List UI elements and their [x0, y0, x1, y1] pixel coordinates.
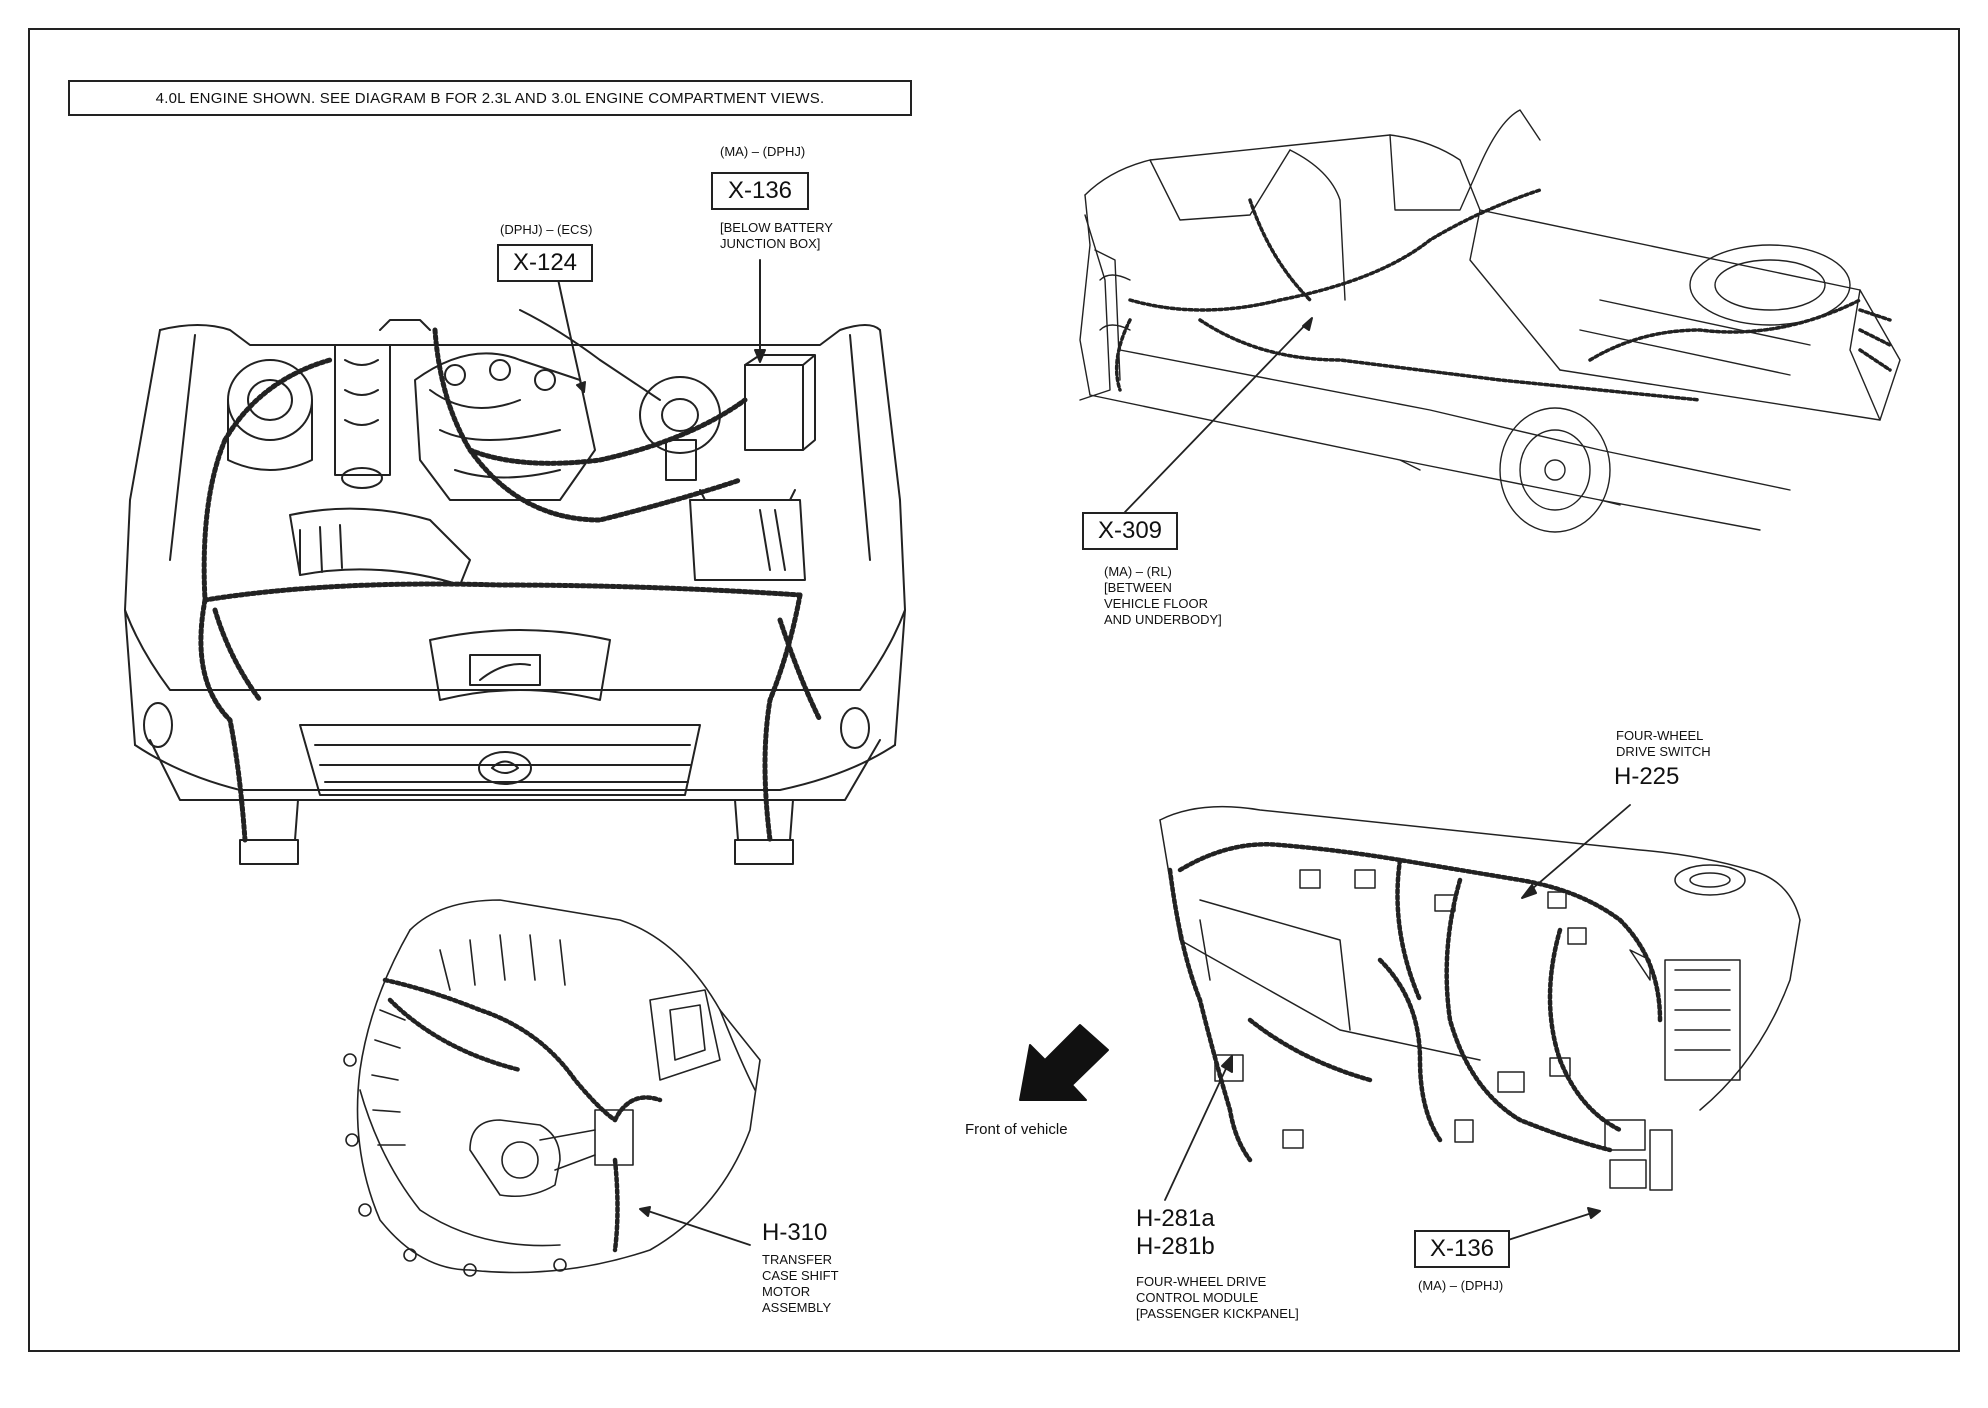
engine-compartment-illustration	[125, 310, 905, 864]
x136-top-mating: (MA) – (DPHJ)	[720, 144, 806, 159]
x136-top-location-2: JUNCTION BOX]	[720, 236, 821, 251]
h281-desc-3: [PASSENGER KICKPANEL]	[1136, 1306, 1299, 1321]
x309-location-3: AND UNDERBODY]	[1104, 612, 1222, 627]
h310-desc-4: ASSEMBLY	[762, 1300, 832, 1315]
h281b-code: H-281b	[1136, 1233, 1215, 1260]
h310-desc-1: TRANSFER	[762, 1252, 833, 1267]
h225-code: H-225	[1614, 763, 1680, 790]
x136-bottom-code: X-136	[1414, 1230, 1510, 1268]
h281a-code: H-281a	[1136, 1205, 1215, 1232]
x136-bottom-mating: (MA) – (DPHJ)	[1418, 1278, 1504, 1293]
x124-mating: (DPHJ) – (ECS)	[500, 222, 593, 237]
truck-underbody-illustration	[1080, 110, 1900, 532]
x309-location-1: [BETWEEN	[1104, 580, 1172, 595]
h310-code: H-310	[762, 1219, 828, 1246]
x309-code: X-309	[1082, 512, 1178, 550]
transfer-case-illustration	[344, 900, 760, 1276]
front-of-vehicle-arrow	[1020, 1025, 1108, 1100]
header-note: 4.0L ENGINE SHOWN. SEE DIAGRAM B FOR 2.3…	[68, 80, 912, 116]
x124-code: X-124	[497, 244, 593, 282]
h310-desc-2: CASE SHIFT	[762, 1268, 839, 1283]
dash-panel-illustration	[1160, 807, 1800, 1190]
x309-mating: (MA) – (RL)	[1104, 564, 1172, 579]
x136-top-code: X-136	[711, 172, 809, 210]
h281-desc-2: CONTROL MODULE	[1136, 1290, 1259, 1305]
x309-location-2: VEHICLE FLOOR	[1104, 596, 1209, 611]
h310-desc-3: MOTOR	[762, 1284, 811, 1299]
x136-top-location-1: [BELOW BATTERY	[720, 220, 833, 235]
front-of-vehicle-label: Front of vehicle	[965, 1121, 1068, 1138]
h225-desc-2: DRIVE SWITCH	[1616, 744, 1711, 759]
h281-desc-1: FOUR-WHEEL DRIVE	[1136, 1274, 1267, 1289]
diagram-frame	[28, 28, 1960, 1352]
h225-desc-1: FOUR-WHEEL	[1616, 728, 1704, 743]
